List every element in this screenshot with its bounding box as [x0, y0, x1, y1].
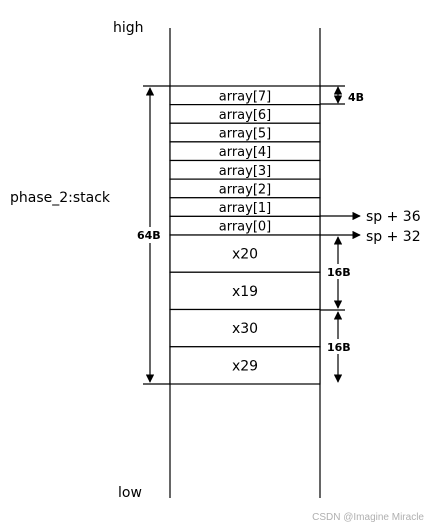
pointer-32-label: sp + 32	[366, 229, 421, 245]
cell-label-x20: x20	[232, 247, 258, 263]
register-cells: x20 x19 x30 x29	[169, 234, 321, 385]
frame-a-size-label: 16B	[327, 266, 351, 279]
cell-label-x30: x30	[232, 321, 258, 337]
low-label: low	[118, 485, 142, 501]
stack-name-label: phase_2:stack	[10, 190, 111, 206]
pointer-36-label: sp + 36	[366, 209, 421, 225]
frame-b-label-bg	[326, 339, 352, 354]
cell-x19	[169, 271, 321, 311]
cell-label-array6: array[6]	[219, 108, 272, 123]
cell-label-array1: array[1]	[219, 201, 272, 216]
frame-b-size-label: 16B	[327, 341, 351, 354]
cell-label-array3: array[3]	[219, 164, 272, 179]
cell-label-x19: x19	[232, 284, 258, 300]
cell-label-array4: array[4]	[219, 145, 272, 160]
cell-label-array2: array[2]	[219, 182, 272, 197]
watermark: CSDN @Imagine Miracle	[312, 512, 424, 523]
total-size-label: 64B	[137, 229, 161, 242]
cell-label-x29: x29	[232, 358, 258, 374]
cell-label-array0: array[0]	[219, 220, 272, 235]
total-size-label-bg	[133, 227, 163, 243]
high-label: high	[113, 20, 144, 36]
cell-label-array5: array[5]	[219, 127, 272, 142]
array-cells: array[7] array[6] array[5] array[4] array[3]…	[169, 85, 321, 236]
frame-a-label-bg	[326, 264, 352, 279]
elem-size-label: 4B	[348, 91, 364, 104]
cell-label-array7: array[7]	[219, 89, 272, 104]
cell-x29	[169, 346, 321, 385]
